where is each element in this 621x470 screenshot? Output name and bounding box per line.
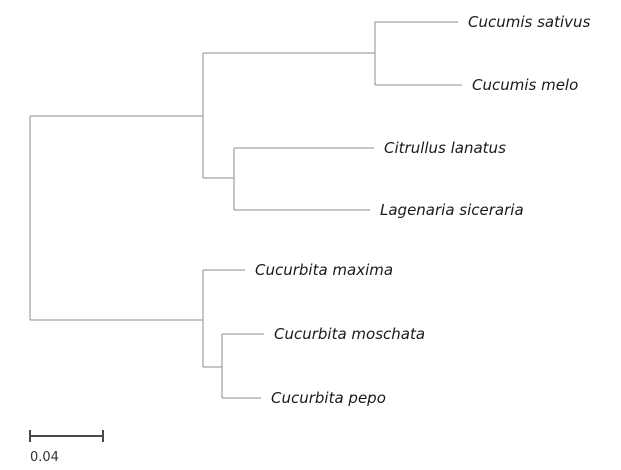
taxon-label-cucurbita-moschata: Cucurbita moschata	[274, 325, 425, 343]
taxon-label-lagenaria-siceraria: Lagenaria siceraria	[380, 201, 524, 219]
taxon-label-cucurbita-maxima: Cucurbita maxima	[255, 261, 393, 279]
scale-bar: 0.04	[29, 430, 104, 465]
taxon-label-citrullus-lanatus: Citrullus lanatus	[384, 139, 506, 157]
taxon-label-cucumis-melo: Cucumis melo	[472, 76, 578, 94]
scale-bar-label: 0.04	[30, 450, 59, 465]
taxon-label-cucumis-sativus: Cucumis sativus	[468, 13, 591, 31]
taxon-label-cucurbita-pepo: Cucurbita pepo	[271, 389, 386, 407]
